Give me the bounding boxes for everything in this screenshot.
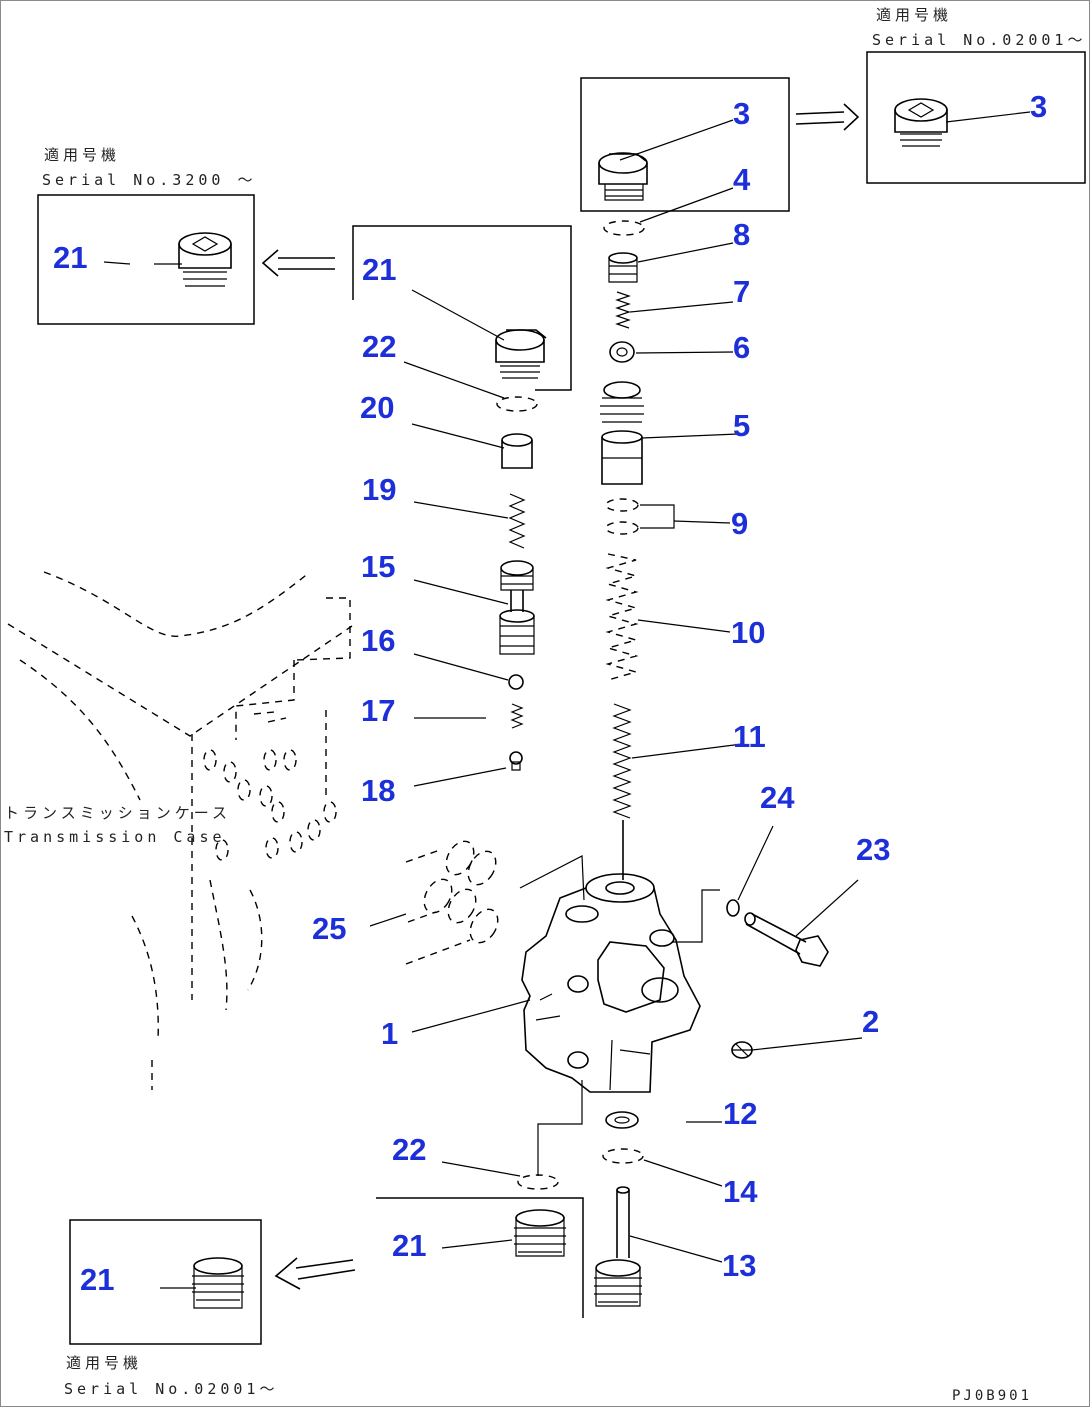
callout-25: 25: [312, 911, 346, 946]
ring-12-icon: [605, 1111, 639, 1129]
callout-24: 24: [760, 780, 795, 815]
note-top-left-jp: 適用号機: [44, 146, 120, 164]
o-ring-22-bottom-icon: [517, 1174, 559, 1190]
spring-7-icon: [615, 291, 631, 329]
case-label-en: Transmission Case: [4, 828, 226, 846]
spring-19-icon: [508, 493, 526, 549]
leader-body-right: [672, 889, 720, 943]
note-top-right-jp: 適用号機: [876, 6, 952, 24]
detail-box-plug-3: [580, 77, 790, 212]
plug-21-bottom-detail-icon: [192, 1257, 244, 1309]
callout-1: 1: [381, 1016, 398, 1051]
drawing-code: PJ0B901: [952, 1388, 1032, 1404]
spring-10-icon: [605, 553, 639, 681]
callout-15: 15: [361, 549, 395, 584]
note-top-right-serial: Serial No.02001～: [872, 31, 1086, 49]
spring-11-icon: [612, 703, 632, 819]
callout-21-detail-bottom: 21: [80, 1262, 114, 1297]
piston-20-icon: [501, 433, 533, 469]
callout-10: 10: [731, 615, 765, 650]
ring-12-hole: [614, 1116, 630, 1124]
ball-16-icon: [508, 674, 524, 690]
plug-21-bottom-icon: [514, 1209, 566, 1257]
callout-19: 19: [362, 472, 396, 507]
callout-12: 12: [723, 1096, 757, 1131]
callout-11: 11: [733, 719, 766, 754]
callout-7: 7: [733, 274, 750, 309]
spring-17-icon: [510, 703, 524, 729]
arrow-left-icon: [261, 249, 335, 277]
plug-21-icon: [495, 329, 547, 379]
callout-8: 8: [733, 217, 750, 252]
plug-21-new-icon: [178, 232, 232, 287]
callout-16: 16: [361, 623, 395, 658]
o-ring-alignment-lines: [405, 849, 471, 965]
transmission-case-outline: [7, 571, 353, 1090]
plug-2-icon: [731, 1041, 753, 1059]
o-ring-14-icon: [602, 1148, 644, 1164]
detail-box-plug-21-bottom: [69, 1219, 262, 1345]
o-ring-22-top-icon: [496, 396, 538, 412]
callout-6: 6: [733, 330, 750, 365]
callout-3-detail: 3: [1030, 89, 1047, 124]
leader-body-top: [519, 855, 585, 901]
arrow-right-icon: [795, 103, 860, 131]
valve-5-icon: [600, 381, 644, 485]
seat-6-icon: [609, 341, 635, 363]
callout-22-bottom: 22: [392, 1132, 426, 1167]
plunger-13-icon: [594, 1186, 642, 1307]
callout-22-top: 22: [362, 329, 396, 364]
callout-20: 20: [360, 390, 394, 425]
piston-8-icon: [608, 252, 638, 283]
callout-2: 2: [862, 1004, 879, 1039]
callout-5: 5: [733, 408, 750, 443]
washer-24-icon: [726, 899, 740, 917]
o-ring-9b-icon: [605, 521, 639, 535]
callout-18: 18: [361, 773, 395, 808]
detail-box-plug-3-new: [866, 51, 1086, 184]
note-top-left-serial: Serial No.3200 ～: [42, 171, 256, 189]
arrow-left-icon: [274, 1257, 356, 1290]
valve-15-icon: [499, 560, 535, 655]
valve-body-1-icon: [521, 873, 701, 1093]
case-label-jp: トランスミッションケース: [4, 804, 231, 822]
detail-bracket-plug-21-bottom: [376, 1197, 584, 1318]
leader-lines: [103, 111, 1031, 1289]
plug-3-new-icon: [894, 98, 948, 147]
detail-box-plug-21: [352, 225, 572, 391]
leader-body-bottom: [537, 1080, 583, 1176]
detail-box-plug-21-new: [37, 194, 255, 325]
bolt-23-icon: [744, 912, 829, 967]
callout-21-detail-top: 21: [53, 240, 87, 275]
o-rings-25-icon: [423, 840, 499, 944]
callout-23: 23: [856, 832, 890, 867]
callout-9: 9: [731, 506, 748, 541]
callout-4: 4: [733, 162, 751, 197]
callout-13: 13: [722, 1248, 756, 1283]
callout-3: 3: [733, 96, 750, 131]
o-ring-9a-icon: [605, 498, 639, 512]
note-bottom-left-jp: 適用号機: [66, 1354, 142, 1372]
plug-3-icon: [598, 152, 648, 201]
callout-14: 14: [723, 1174, 758, 1209]
o-ring-4-icon: [603, 220, 645, 236]
callout-21-bottom: 21: [392, 1228, 426, 1263]
callout-21-top: 21: [362, 252, 396, 287]
callout-17: 17: [361, 693, 395, 728]
seat-18-icon: [509, 751, 523, 771]
note-bottom-left-serial: Serial No.02001～: [64, 1380, 278, 1398]
